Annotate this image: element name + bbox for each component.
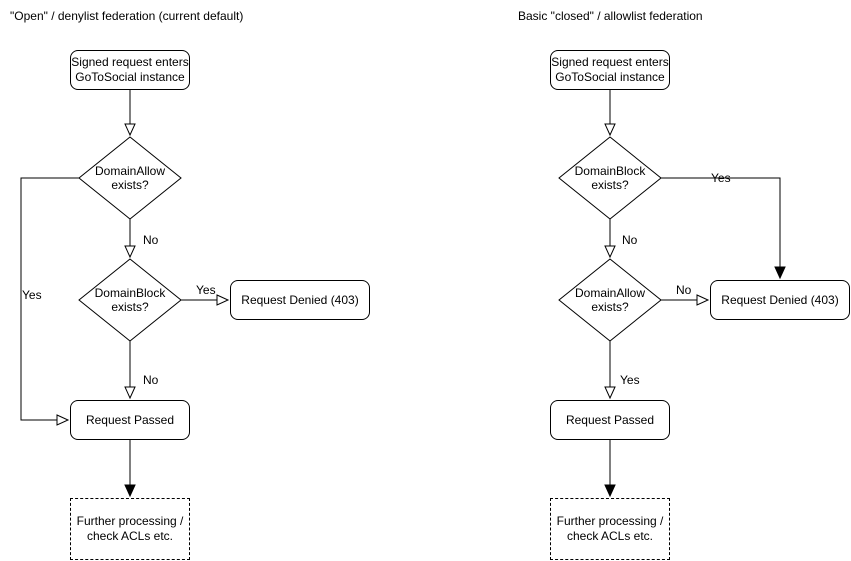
left-chart-title: "Open" / denylist federation (current de… bbox=[10, 9, 244, 23]
right-decision2-label: DomainAllow exists? bbox=[555, 286, 665, 314]
left-further-processing-node: Further processing / check ACLs etc. bbox=[70, 498, 190, 560]
left-decision2-yes-label: Yes bbox=[196, 283, 216, 297]
left-decision2-line2: exists? bbox=[111, 300, 149, 314]
left-decision1-no-label: No bbox=[143, 233, 159, 247]
left-start-line1: Signed request enters bbox=[71, 55, 189, 69]
left-start-line2: GoToSocial instance bbox=[75, 70, 185, 84]
right-request-passed-label: Request Passed bbox=[565, 412, 655, 427]
right-decision1-no-label: No bbox=[622, 233, 638, 247]
right-decision2-yes-label: Yes bbox=[620, 373, 640, 387]
left-further-line2: check ACLs etc. bbox=[86, 529, 174, 543]
left-decision2-no-label: No bbox=[143, 373, 159, 387]
right-request-denied-label: Request Denied (403) bbox=[721, 292, 839, 307]
right-further-line1: Further processing / bbox=[556, 514, 664, 528]
right-start-line2: GoToSocial instance bbox=[555, 70, 665, 84]
right-further-processing-node: Further processing / check ACLs etc. bbox=[550, 498, 670, 560]
left-decision1-label: DomainAllow exists? bbox=[75, 164, 185, 192]
left-request-denied-node: Request Denied (403) bbox=[230, 280, 370, 320]
left-request-passed-label: Request Passed bbox=[85, 412, 175, 427]
left-decision1-yes-label: Yes bbox=[22, 288, 42, 302]
right-chart-title: Basic "closed" / allowlist federation bbox=[518, 9, 703, 23]
right-decision2-no-label: No bbox=[676, 283, 692, 297]
right-decision1-yes-label: Yes bbox=[711, 171, 731, 185]
right-further-line2: check ACLs etc. bbox=[566, 529, 654, 543]
right-request-passed-node: Request Passed bbox=[550, 400, 670, 440]
left-request-passed-node: Request Passed bbox=[70, 400, 190, 440]
right-edge-decision1-yes-to-denied bbox=[661, 177, 786, 280]
right-start-line1: Signed request enters bbox=[551, 55, 669, 69]
left-request-denied-label: Request Denied (403) bbox=[241, 292, 359, 307]
left-start-node: Signed request enters GoToSocial instanc… bbox=[70, 50, 190, 90]
right-request-denied-node: Request Denied (403) bbox=[710, 280, 850, 320]
right-decision1-label: DomainBlock exists? bbox=[555, 164, 665, 192]
left-edge-decision1-yes-to-passed bbox=[20, 177, 79, 426]
right-decision1-line1: DomainBlock bbox=[574, 164, 646, 178]
right-decision1-line2: exists? bbox=[591, 178, 629, 192]
left-decision1-line1: DomainAllow bbox=[94, 164, 166, 178]
left-decision1-line2: exists? bbox=[111, 178, 149, 192]
right-decision2-line2: exists? bbox=[591, 300, 629, 314]
left-further-line1: Further processing / bbox=[76, 514, 184, 528]
left-decision2-line1: DomainBlock bbox=[94, 286, 166, 300]
left-decision2-label: DomainBlock exists? bbox=[75, 286, 185, 314]
right-start-node: Signed request enters GoToSocial instanc… bbox=[550, 50, 670, 90]
right-decision2-line1: DomainAllow bbox=[574, 286, 646, 300]
